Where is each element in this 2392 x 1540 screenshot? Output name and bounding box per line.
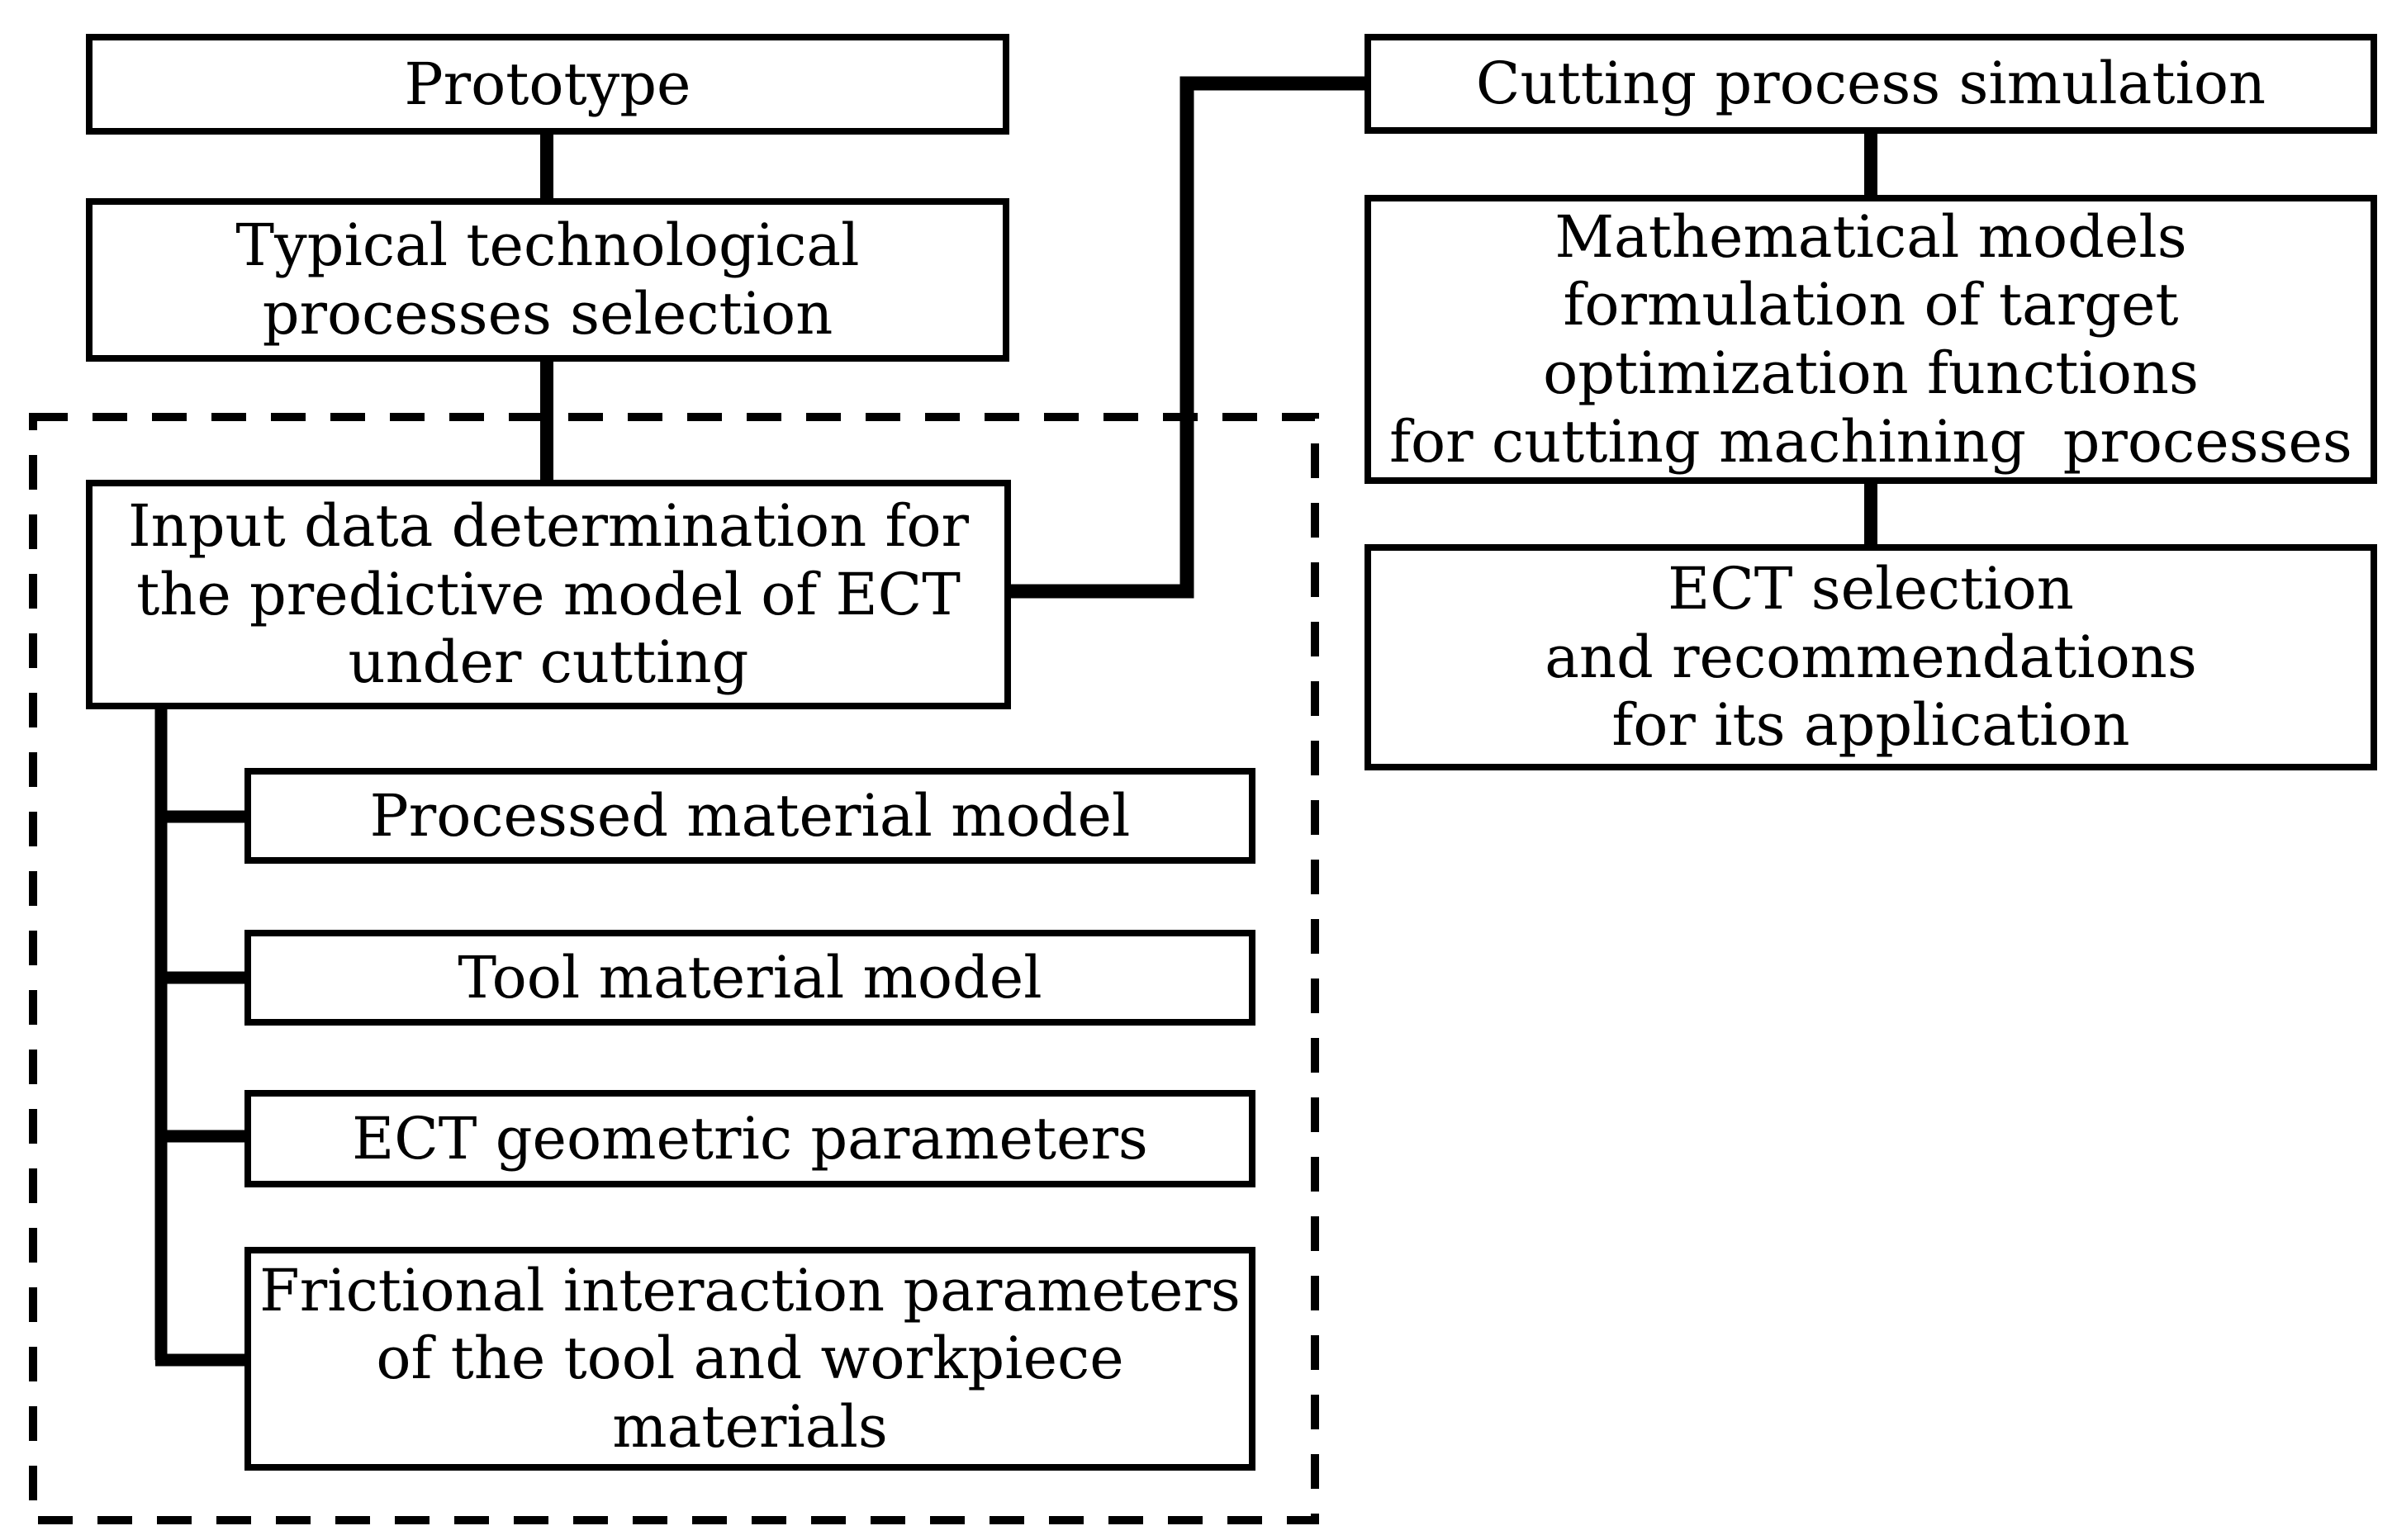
box-ect-selection-recommendations-label: and recommendations xyxy=(1545,623,2197,691)
box-typical-processes-label: processes selection xyxy=(262,280,833,348)
connector-input-cutting xyxy=(1004,76,1368,599)
box-ect-geometric-parameters: ECT geometric parameters xyxy=(244,1090,1255,1187)
box-mathematical-models: Mathematical models formulation of targe… xyxy=(1364,195,2377,484)
box-ect-selection-recommendations-label: for its application xyxy=(1611,691,2130,760)
box-frictional-interaction-parameters-label: Frictional interaction parameters xyxy=(259,1256,1241,1324)
box-mathematical-models-label: for cutting machining processes xyxy=(1389,407,2352,476)
box-cutting-process-simulation: Cutting process simulation xyxy=(1364,34,2377,134)
box-mathematical-models-label: optimization functions xyxy=(1543,339,2199,407)
box-tool-material-model: Tool material model xyxy=(244,930,1255,1026)
box-typical-processes: Typical technological processes selectio… xyxy=(86,198,1009,362)
box-typical-processes-label: Typical technological xyxy=(235,211,860,280)
box-frictional-interaction-parameters-label: of the tool and workpiece xyxy=(376,1324,1124,1393)
box-ect-selection-recommendations-label: ECT selection xyxy=(1668,555,2074,623)
box-processed-material-model-label: Processed material model xyxy=(369,781,1131,850)
box-input-data-determination-label: Input data determination for xyxy=(127,492,969,561)
box-frictional-interaction-parameters-label: materials xyxy=(612,1392,888,1461)
box-input-data-determination-label: the predictive model of ECT xyxy=(136,560,961,628)
box-cutting-process-simulation-label: Cutting process simulation xyxy=(1475,50,2266,118)
box-mathematical-models-label: Mathematical models xyxy=(1554,202,2187,271)
box-ect-selection-recommendations: ECT selection and recommendations for it… xyxy=(1364,544,2377,770)
box-processed-material-model: Processed material model xyxy=(244,768,1255,864)
box-ect-geometric-parameters-label: ECT geometric parameters xyxy=(352,1104,1148,1173)
box-prototype-label: Prototype xyxy=(404,50,691,118)
box-tool-material-model-label: Tool material model xyxy=(458,943,1042,1012)
box-input-data-determination: Input data determination for the predict… xyxy=(86,480,1011,709)
box-prototype: Prototype xyxy=(86,34,1009,135)
box-mathematical-models-label: formulation of target xyxy=(1563,271,2179,339)
box-frictional-interaction-parameters: Frictional interaction parameters of the… xyxy=(244,1247,1255,1471)
box-input-data-determination-label: under cutting xyxy=(348,628,749,697)
